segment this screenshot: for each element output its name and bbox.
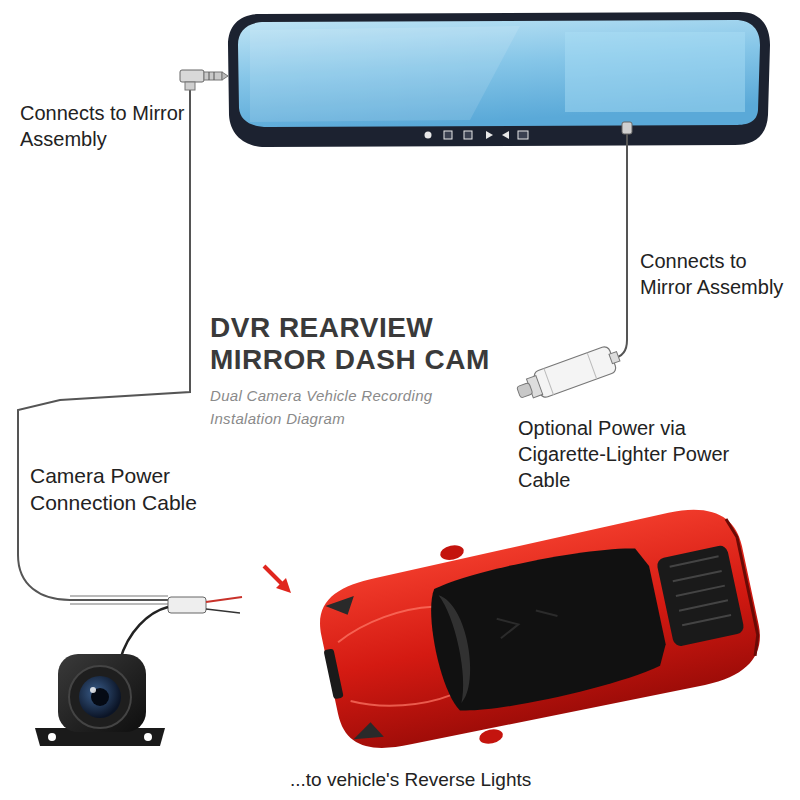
power-cable-part — [514, 343, 623, 406]
car-part — [656, 544, 745, 647]
power-cable-part-part — [533, 345, 618, 399]
camera-cable-part — [70, 596, 168, 604]
power-cable-part-part — [609, 352, 620, 364]
camera-cable-part — [185, 82, 195, 90]
mirror-assembly-part — [238, 20, 760, 127]
mirror-assembly-part — [425, 132, 432, 139]
power-cable-part-part — [544, 353, 597, 395]
car-part — [324, 648, 344, 699]
mirror-assembly-part — [486, 131, 493, 139]
mirror-assembly-part — [228, 12, 770, 147]
mirror-assembly-part — [518, 131, 528, 139]
camera-cable-part — [206, 609, 240, 613]
mirror-assembly-part — [502, 131, 509, 139]
power-cable-part — [622, 122, 632, 134]
power-cable-part — [613, 134, 627, 358]
car-part — [311, 499, 768, 761]
power-label: Optional Power via Cigarette-Lighter Pow… — [518, 415, 733, 493]
power-cable-part-part — [517, 382, 533, 398]
subtitle: Dual Camera Vehicle Recording Instalatio… — [210, 384, 460, 431]
cable-label: Connects to Mirror Assembly — [20, 100, 185, 152]
camera-cable-part — [206, 597, 242, 602]
mirror-assembly-part — [250, 26, 520, 122]
car-part — [325, 596, 358, 619]
rear-camera — [35, 654, 165, 746]
car-part — [497, 606, 560, 638]
car-part — [422, 537, 672, 720]
power-cable — [514, 122, 632, 406]
rear-camera-part — [79, 676, 121, 718]
rear-camera-part — [91, 688, 109, 706]
diagram-title: DVR REARVIEW MIRROR DASH CAM — [210, 312, 520, 376]
rear-camera-part — [48, 733, 56, 741]
camera-cable-part — [222, 72, 228, 80]
car-part — [439, 591, 480, 702]
pointer-arrow — [264, 566, 291, 593]
rear-camera-part — [58, 654, 146, 732]
camera-cable-part — [204, 72, 222, 80]
camera-cable-part — [168, 597, 206, 613]
mirror-assembly-part — [565, 32, 745, 112]
note-label: ...to vehicle's Reverse Lights — [290, 768, 531, 793]
camera-cable-part — [120, 607, 168, 660]
camera-cable-part — [18, 82, 190, 600]
camera-cable-part — [180, 70, 204, 82]
mirror-assembly-part — [444, 131, 452, 139]
car-part — [670, 556, 731, 625]
rear-camera-part — [69, 666, 131, 728]
cable-label: Camera Power Connection Cable — [30, 462, 220, 517]
mirror-assembly-part — [464, 131, 472, 139]
mirror-assembly — [228, 12, 770, 147]
car — [308, 487, 772, 774]
pointer-arrow-part — [276, 578, 291, 593]
car-part — [726, 517, 762, 655]
cable-label: Connects to Mirror Assembly — [640, 248, 795, 300]
camera-cable-part — [209, 72, 214, 80]
rear-camera-part — [144, 733, 152, 741]
pointer-arrow-part — [264, 566, 282, 584]
camera-cable — [18, 70, 242, 660]
rear-camera-part — [90, 687, 96, 693]
car-part — [351, 720, 384, 743]
